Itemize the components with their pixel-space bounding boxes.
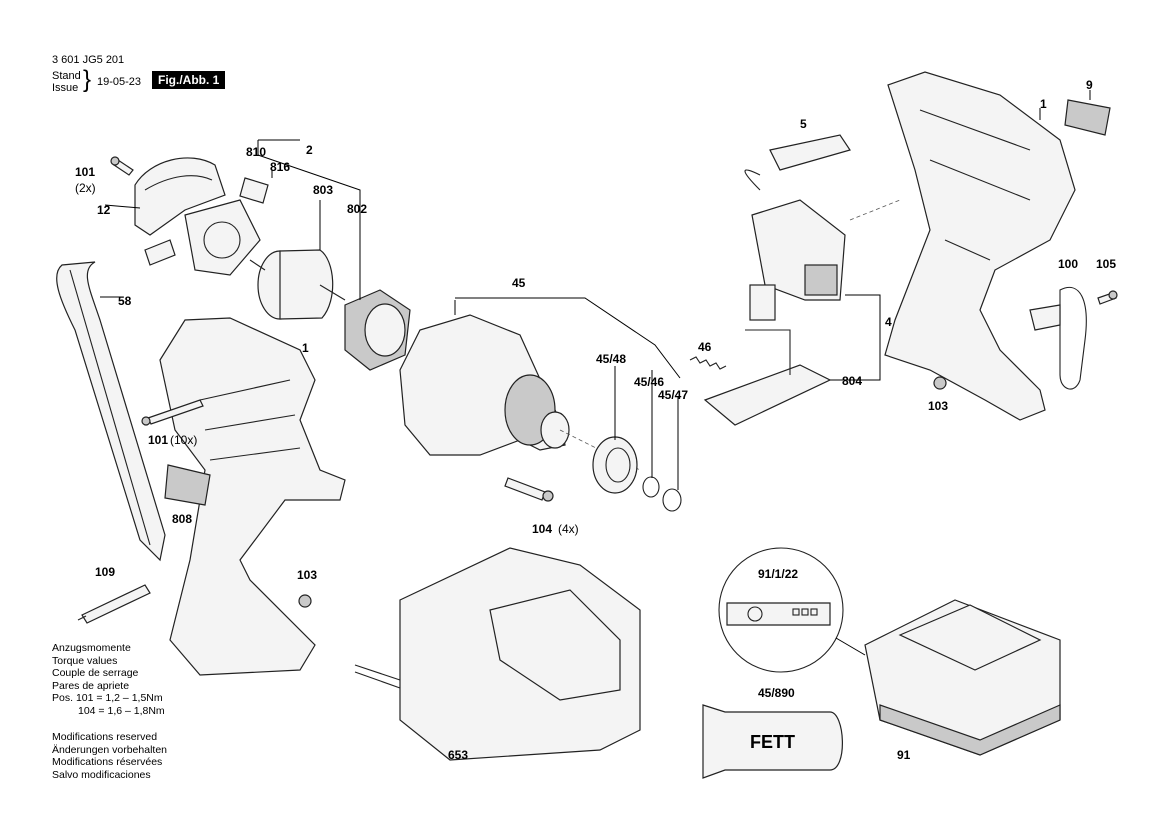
part-103-nut-left [298, 594, 312, 608]
label-104: 104 [532, 522, 553, 536]
label-808: 808 [172, 512, 193, 526]
part-653-charger [354, 547, 641, 761]
part-9-label [1064, 99, 1111, 136]
mod-line-1: Modifications reserved [52, 731, 158, 743]
label-4: 4 [885, 315, 892, 329]
label-1-housing: 1 [302, 341, 309, 355]
label-804: 804 [842, 374, 863, 388]
part-109-bit [77, 584, 151, 624]
part-803-rotor [249, 249, 346, 320]
mod-line-4: Salvo modificaciones [52, 768, 151, 781]
part-45-890-grease [702, 704, 843, 779]
stand-label: Stand [52, 70, 81, 82]
label-103-left: 103 [297, 568, 318, 582]
part-45-46-ring [642, 476, 660, 498]
label-803: 803 [313, 183, 334, 197]
label-101-left: 101 [148, 433, 169, 447]
label-109: 109 [95, 565, 116, 579]
label-802: 802 [347, 202, 368, 216]
part-4-switch [744, 169, 846, 321]
part-101-screw-top [110, 156, 134, 176]
label-1-top: 1 [1040, 97, 1047, 111]
torque-row-2: 104 = 1,6 – 1,8Nm [52, 705, 165, 718]
part-104-screw [504, 477, 554, 502]
torque-row-2-value: 104 = 1,6 – 1,8Nm [78, 704, 165, 717]
part-58-strap [56, 261, 166, 562]
label-91-1-22: 91/1/22 [758, 567, 799, 581]
label-105: 105 [1096, 257, 1117, 271]
label-91: 91 [897, 748, 911, 762]
label-9: 9 [1086, 78, 1093, 92]
part-46-spring [689, 356, 727, 370]
label-816: 816 [270, 160, 291, 174]
label-12: 12 [97, 203, 111, 217]
part-816-brush-holder [184, 199, 261, 276]
part-105-screw [1097, 290, 1118, 305]
detail-circle [718, 547, 866, 673]
torque-row-1-value: 101 = 1,2 – 1,5Nm [75, 692, 163, 704]
torque-pos-label: Pos. [52, 692, 74, 704]
doc-number: 3 601 JG5 201 [52, 54, 125, 66]
part-810-brush [239, 177, 269, 204]
part-5-cap [769, 134, 851, 171]
label-810: 810 [246, 145, 267, 159]
label-101-top: 101 [75, 165, 96, 179]
modification-notes: Modifications reserved Änderungen vorbeh… [52, 731, 167, 781]
part-91-battery [864, 599, 1061, 756]
label-2: 2 [306, 143, 313, 157]
part-brush-clip [144, 239, 176, 266]
part-802-stator-ring [344, 289, 411, 371]
label-58: 58 [118, 294, 132, 308]
part-103-nut-right [933, 376, 947, 390]
label-fett: FETT [750, 732, 795, 752]
part-12-cover [134, 157, 226, 236]
part-101-screw-left [141, 399, 204, 426]
label-45-47: 45/47 [658, 388, 689, 402]
issue-label: Issue [52, 82, 79, 94]
torque-line-3: Couple de serrage [52, 667, 139, 679]
torque-notes: Anzugsmomente Torque values Couple de se… [52, 642, 165, 717]
mod-line-3: Modifications réservées [52, 756, 163, 768]
part-45-47-ring [662, 488, 682, 512]
leader-lines [100, 90, 1091, 490]
label-104-qty: (4x) [558, 522, 579, 536]
label-45-48: 45/48 [596, 352, 627, 366]
label-103-right: 103 [928, 399, 949, 413]
label-101-left-qty: (10x) [170, 433, 198, 447]
label-45: 45 [512, 276, 526, 290]
torque-row-1: Pos. 101 = 1,2 – 1,5Nm [52, 692, 165, 705]
label-100: 100 [1058, 257, 1079, 271]
brace-glyph: } [83, 66, 92, 93]
mod-line-2: Änderungen vorbehalten [52, 743, 168, 756]
label-45-890: 45/890 [758, 686, 795, 700]
part-45-48-nut [592, 436, 638, 494]
torque-line-1: Anzugsmomente [52, 642, 131, 654]
part-45-gear-housing [399, 314, 641, 471]
label-101-top-qty: (2x) [75, 181, 96, 195]
torque-line-2: Torque values [52, 654, 118, 667]
part-804-board [703, 329, 832, 426]
part-100-clip [1029, 286, 1087, 390]
fig-label: Fig./Abb. 1 [152, 71, 226, 89]
label-45-46: 45/46 [634, 375, 665, 389]
part-1-housing-left [159, 317, 346, 676]
label-5: 5 [800, 117, 807, 131]
date: 19-05-23 [97, 76, 142, 88]
label-46: 46 [698, 340, 712, 354]
part-1-housing-right [884, 71, 1076, 421]
part-808-label [164, 464, 211, 506]
torque-line-4: Pares de apriete [52, 679, 130, 692]
label-653: 653 [448, 748, 469, 762]
